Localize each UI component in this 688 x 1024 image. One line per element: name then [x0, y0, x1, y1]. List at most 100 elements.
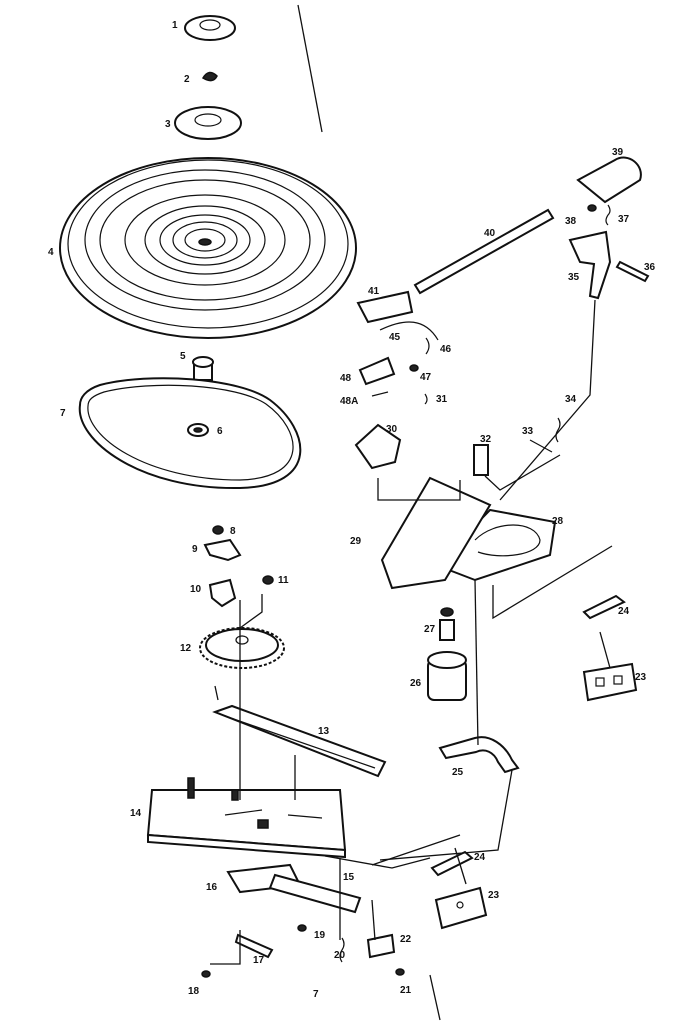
- part-39-knob: [576, 156, 642, 204]
- part-13-slide-bar: [212, 704, 387, 778]
- connector-cam-chassis: [377, 478, 461, 501]
- part-12-gear: [199, 627, 285, 669]
- part-41-bracket: [356, 290, 414, 324]
- part-21-screw: [395, 968, 405, 976]
- part-2-clip: [201, 71, 218, 82]
- part-36-pin: [615, 260, 650, 283]
- part-17-screw: [234, 933, 274, 959]
- leader-line-switch: [371, 899, 376, 941]
- label-23-lower: 23: [488, 890, 500, 901]
- leader-line-screw: [210, 930, 241, 965]
- label-16: 16: [206, 882, 218, 893]
- label-33: 33: [522, 426, 534, 437]
- label-39: 39: [612, 147, 624, 158]
- label-27: 27: [424, 624, 436, 635]
- part-47-clip: [409, 364, 419, 372]
- part-45-wire: [379, 321, 439, 341]
- label-17: 17: [253, 955, 265, 966]
- label-7-belt: 7: [60, 408, 66, 419]
- label-15: 15: [343, 872, 355, 883]
- leader-lines-gear: [214, 594, 263, 701]
- part-23-lower-terminal: [434, 886, 488, 930]
- part-15-slide-rail: [268, 873, 362, 914]
- label-2: 2: [184, 74, 190, 85]
- label-30: 30: [386, 424, 398, 435]
- part-14-base-plate: [146, 777, 347, 859]
- part-48a-stylus: [371, 391, 389, 397]
- label-28: 28: [552, 516, 564, 527]
- part-35-arm-fork: [568, 230, 612, 300]
- connector-arm-base: [499, 299, 596, 501]
- label-11: 11: [278, 575, 289, 586]
- connector-base-upper-terminal: [492, 545, 613, 620]
- part-5-pulley: [192, 356, 214, 381]
- part-37-spring: [605, 204, 611, 226]
- label-3: 3: [165, 119, 171, 130]
- part-31-spring: [424, 393, 428, 405]
- label-48: 48: [340, 373, 352, 384]
- label-20: 20: [334, 950, 346, 961]
- label-7-bottom: 7: [313, 989, 319, 1000]
- label-41: 41: [368, 286, 380, 297]
- part-38-screw: [587, 204, 597, 212]
- part-48-cartridge: [358, 356, 396, 386]
- label-48a: 48A: [340, 396, 358, 407]
- part-29-chassis-bracket: [380, 476, 492, 590]
- part-25-bracket: [438, 736, 520, 774]
- label-25: 25: [452, 767, 464, 778]
- part-23-upper-terminal: [582, 662, 638, 702]
- label-24-lower: 24: [474, 852, 486, 863]
- part-27-motor-pulley: [439, 607, 455, 641]
- leader-line-upper-terminal: [599, 631, 611, 669]
- label-21: 21: [400, 985, 412, 996]
- part-20-spring: [339, 937, 345, 963]
- part-34-spring: [555, 417, 561, 443]
- part-6-hub: [187, 423, 209, 437]
- part-1-spindle-cap: [184, 15, 236, 41]
- part-10-lever: [208, 578, 237, 608]
- leader-line-lower-clip: [454, 847, 467, 885]
- part-26-motor: [427, 651, 467, 701]
- part-32-pin: [473, 444, 489, 476]
- label-35: 35: [568, 272, 580, 283]
- edge-line-bottom: [429, 974, 441, 1021]
- label-31: 31: [436, 394, 448, 405]
- part-19-screw: [297, 924, 307, 932]
- part-4-platter: [59, 157, 357, 339]
- part-3-washer: [174, 106, 242, 140]
- label-26: 26: [410, 678, 422, 689]
- label-22: 22: [400, 934, 412, 945]
- part-24-lower-clip: [430, 850, 474, 877]
- label-29: 29: [350, 536, 362, 547]
- label-4: 4: [48, 247, 54, 258]
- label-10: 10: [190, 584, 202, 595]
- label-37: 37: [618, 214, 630, 225]
- part-46-wire: [425, 337, 430, 355]
- connector-lower-clip: [324, 855, 431, 869]
- part-40-rod: [413, 208, 555, 295]
- label-38: 38: [565, 216, 577, 227]
- label-36: 36: [644, 262, 656, 273]
- label-32: 32: [480, 434, 492, 445]
- part-11-nut: [262, 575, 274, 585]
- label-47: 47: [420, 372, 432, 383]
- label-6: 6: [217, 426, 223, 437]
- label-13: 13: [318, 726, 330, 737]
- label-18: 18: [188, 986, 200, 997]
- leader-line-base-bracket: [474, 579, 479, 746]
- part-24-upper-clip: [582, 594, 626, 620]
- edge-line-top: [297, 4, 323, 133]
- label-8: 8: [230, 526, 236, 537]
- label-40: 40: [484, 228, 496, 239]
- label-24-upper: 24: [618, 606, 630, 617]
- label-34: 34: [565, 394, 577, 405]
- label-46: 46: [440, 344, 452, 355]
- part-22-switch: [366, 933, 396, 959]
- part-30-cam-bracket: [354, 423, 402, 470]
- label-14: 14: [130, 808, 142, 819]
- label-5: 5: [180, 351, 186, 362]
- part-9-bracket: [203, 538, 242, 562]
- label-9: 9: [192, 544, 198, 555]
